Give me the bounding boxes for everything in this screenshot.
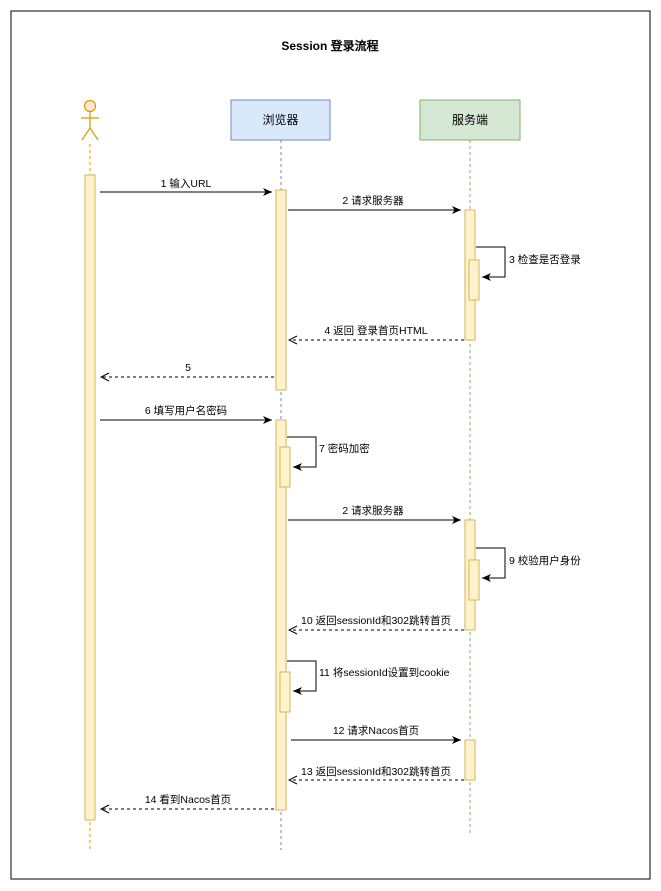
message-9-self: 9 校验用户身份 (476, 547, 581, 582)
svg-text:7 密码加密: 7 密码加密 (319, 442, 370, 455)
server-participant-box (419, 99, 521, 141)
server-self-activation-2 (468, 559, 480, 601)
message-12: 12 请求Nacos首页 (291, 724, 461, 744)
message-10-return: 10 返回sessionId和302跳转首页 (289, 614, 464, 630)
browser-participant-label: 浏览器 (262, 112, 298, 127)
message-5-return: 5 (101, 362, 274, 377)
message-14-return: 14 看到Nacos首页 (101, 793, 274, 809)
server-self-activation-1 (468, 259, 480, 301)
message-2: 2 请求服务器 (288, 194, 461, 214)
svg-text:10 返回sessionId和302跳转首页: 10 返回sessionId和302跳转首页 (301, 614, 451, 627)
svg-text:3 检查是否登录: 3 检查是否登录 (509, 253, 581, 266)
message-7-self: 7 密码加密 (287, 436, 370, 471)
server-activation-3 (464, 739, 476, 781)
user-actor-icon (81, 99, 99, 141)
message-8: 2 请求服务器 (288, 504, 461, 524)
svg-text:9 校验用户身份: 9 校验用户身份 (509, 554, 581, 567)
browser-participant-box (230, 99, 331, 141)
svg-text:2 请求服务器: 2 请求服务器 (342, 194, 404, 207)
svg-text:4 返回 登录首页HTML: 4 返回 登录首页HTML (324, 324, 427, 337)
server-participant-label: 服务端 (452, 112, 488, 127)
message-6: 6 填写用户名密码 (100, 404, 272, 424)
diagram-title: Session 登录流程 (281, 38, 378, 53)
svg-text:14 看到Nacos首页: 14 看到Nacos首页 (145, 793, 231, 806)
diagram-border (10, 10, 651, 880)
svg-text:5: 5 (185, 362, 191, 374)
svg-text:6 填写用户名密码: 6 填写用户名密码 (145, 404, 227, 417)
message-4-return: 4 返回 登录首页HTML (289, 324, 464, 340)
message-1: 1 输入URL (100, 177, 272, 196)
message-11-self: 11 将sessionId设置到cookie (287, 660, 450, 695)
browser-self-activation-1 (279, 446, 291, 488)
svg-text:12 请求Nacos首页: 12 请求Nacos首页 (333, 724, 419, 737)
message-13-return: 13 返回sessionId和302跳转首页 (289, 765, 464, 780)
browser-self-activation-2 (279, 671, 291, 713)
svg-text:11 将sessionId设置到cookie: 11 将sessionId设置到cookie (319, 667, 450, 679)
svg-text:1 输入URL: 1 输入URL (161, 177, 212, 190)
browser-activation-1 (275, 189, 287, 391)
svg-text:13 返回sessionId和302跳转首页: 13 返回sessionId和302跳转首页 (301, 765, 451, 778)
message-3-self: 3 检查是否登录 (476, 246, 581, 281)
svg-text:2 请求服务器: 2 请求服务器 (342, 504, 404, 517)
user-activation (84, 174, 96, 821)
browser-activation-2 (275, 419, 287, 811)
